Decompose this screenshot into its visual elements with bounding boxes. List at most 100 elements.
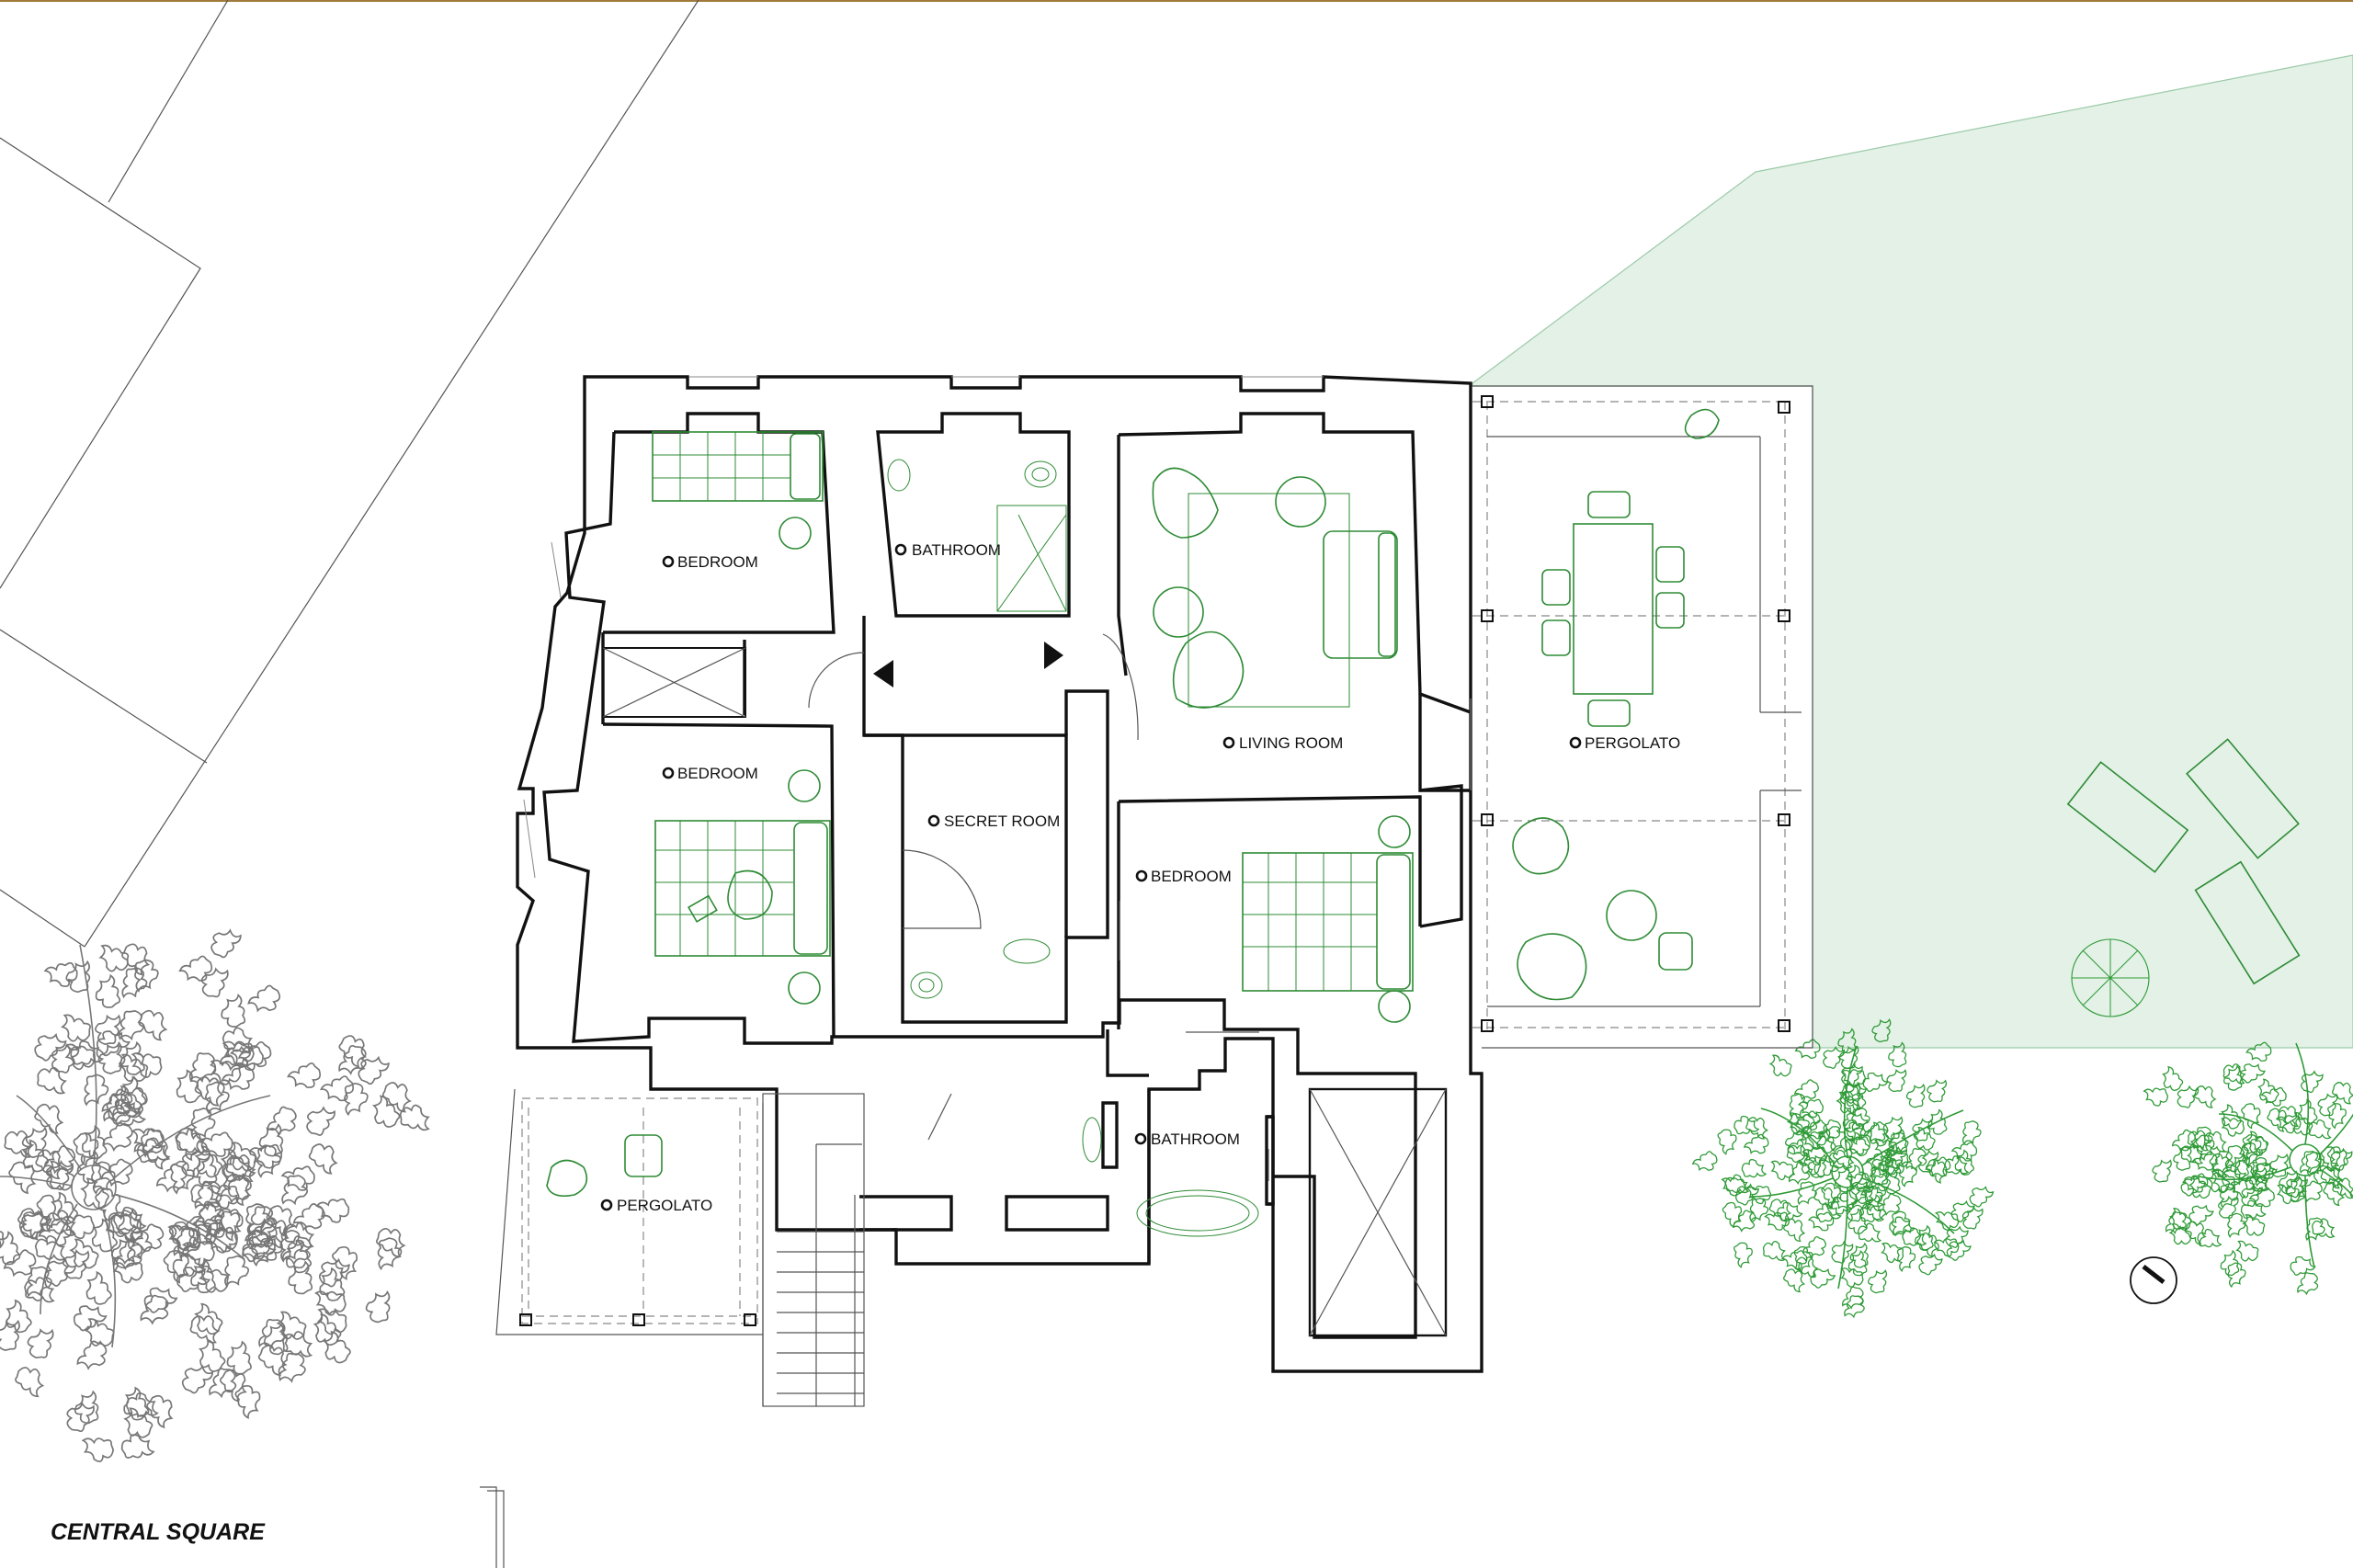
leaf-cluster: [189, 1301, 227, 1338]
leaf-cluster: [291, 1199, 329, 1237]
tree-green-foliage: [1690, 1017, 2353, 1318]
leaf-cluster: [0, 1221, 6, 1254]
circle-marker-icon: [1222, 736, 1235, 749]
leaf-cluster: [1839, 1264, 1866, 1290]
leaf-cluster: [50, 1042, 80, 1074]
leaf-cluster: [1690, 1146, 1721, 1176]
leaf-cluster: [30, 1028, 68, 1066]
room-label-bathroom-north: BATHROOM: [894, 541, 1001, 559]
leaf-cluster: [318, 1068, 358, 1108]
bed-west: [654, 769, 831, 1005]
leaf-cluster: [117, 1428, 156, 1468]
leaf-cluster: [2, 1244, 40, 1283]
leaf-cluster: [2177, 1171, 2208, 1201]
leaf-cluster: [367, 1094, 405, 1131]
leaf-cluster: [317, 1329, 356, 1368]
room-name: BEDROOM: [677, 765, 758, 782]
leaf-cluster: [1880, 1240, 1905, 1265]
leaf-cluster: [0, 1298, 39, 1337]
leaf-cluster: [177, 949, 217, 989]
room-name: BEDROOM: [677, 553, 758, 571]
pergolato-south-furniture: [546, 1134, 663, 1198]
void-box: [602, 647, 746, 718]
circle-marker-icon: [927, 814, 940, 827]
leaf-cluster: [1837, 1044, 1862, 1071]
circle-marker-icon: [1134, 1132, 1147, 1145]
triangle-arrow-icon: [873, 642, 1063, 687]
leaf-cluster: [26, 1327, 57, 1360]
leaf-cluster: [2296, 1271, 2319, 1296]
leaf-cluster: [1890, 1243, 1920, 1273]
leaf-cluster: [2150, 1158, 2176, 1185]
leaf-cluster: [2191, 1084, 2219, 1109]
leaf-cluster: [1761, 1239, 1787, 1264]
room-name: PERGOLATO: [617, 1197, 712, 1214]
leaf-cluster: [1727, 1239, 1758, 1269]
leaf-cluster: [208, 925, 243, 961]
leaf-cluster: [272, 1226, 309, 1264]
leaf-cluster: [4, 1130, 34, 1158]
leaf-cluster: [324, 1242, 365, 1281]
leaf-cluster: [2254, 1077, 2283, 1106]
leaf-cluster: [2221, 1259, 2250, 1290]
leaf-cluster: [282, 1259, 322, 1299]
leaf-cluster: [1865, 1268, 1892, 1296]
room-label-pergolato-east: PERGOLATO: [1569, 734, 1680, 752]
leaf-cluster: [1885, 1068, 1910, 1094]
leaf-cluster: [303, 1104, 336, 1139]
leaf-cluster: [1829, 1240, 1854, 1266]
leaf-cluster: [80, 1430, 118, 1466]
leaf-cluster: [2319, 1179, 2348, 1207]
leaf-cluster: [2186, 1199, 2215, 1230]
room-name: LIVING ROOM: [1239, 734, 1343, 752]
leaf-cluster: [266, 1104, 300, 1139]
leaf-cluster: [117, 939, 155, 977]
leaf-cluster: [62, 959, 98, 996]
leaf-cluster: [217, 1252, 253, 1290]
leaf-cluster: [42, 954, 83, 994]
leaf-cluster: [168, 1068, 209, 1108]
circle-marker-icon: [600, 1199, 613, 1211]
leaf-cluster: [1957, 1119, 1984, 1146]
leaf-cluster: [107, 1234, 144, 1273]
leaf-cluster: [2267, 1152, 2293, 1180]
leaf-cluster: [1745, 1179, 1774, 1208]
leaf-cluster: [2299, 1068, 2325, 1096]
pergolato-east-furniture: [1512, 408, 1720, 1001]
leaf-cluster: [255, 1341, 291, 1377]
leaf-cluster: [2310, 1216, 2336, 1242]
pergolato-east-structure: [1472, 385, 1813, 1049]
leaf-cluster: [32, 1232, 68, 1267]
leaf-cluster: [1738, 1155, 1768, 1184]
building-walls: [516, 375, 1483, 1373]
leaf-cluster: [285, 1055, 325, 1096]
lawn-area: [1472, 54, 2353, 1049]
tree-green-1: [1749, 1045, 1964, 1290]
leaf-cluster: [361, 1289, 398, 1326]
leaf-cluster: [134, 1006, 171, 1042]
leaf-cluster: [99, 1153, 137, 1192]
pergolato-south-structure: [495, 1088, 763, 1335]
living-room-furniture: [1152, 467, 1398, 709]
leaf-cluster: [1863, 1120, 1893, 1150]
room-name: PERGOLATO: [1585, 734, 1680, 752]
leaf-cluster: [12, 1364, 48, 1399]
leaf-cluster: [308, 1312, 347, 1349]
leaf-cluster: [1807, 1206, 1837, 1236]
bathroom-south-fixtures: [1082, 1117, 1259, 1237]
leaf-cluster: [215, 992, 255, 1032]
staircase: [762, 1093, 952, 1407]
leaf-cluster: [1846, 1241, 1875, 1271]
room-label-secret-room: SECRET ROOM: [927, 812, 1060, 830]
leaf-cluster: [2288, 1111, 2315, 1138]
tree-green-small: [2071, 938, 2150, 1017]
leaf-cluster: [0, 1318, 26, 1354]
leaf-cluster: [1821, 1045, 1846, 1071]
central-square-label: CENTRAL SQUARE: [51, 1519, 266, 1545]
leaf-cluster: [337, 1043, 369, 1076]
room-name: SECRET ROOM: [944, 812, 1060, 830]
room-label-bathroom-south: BATHROOM: [1134, 1131, 1240, 1148]
room-name: BEDROOM: [1151, 868, 1232, 885]
room-label-bedroom-nw: BEDROOM: [662, 553, 758, 571]
